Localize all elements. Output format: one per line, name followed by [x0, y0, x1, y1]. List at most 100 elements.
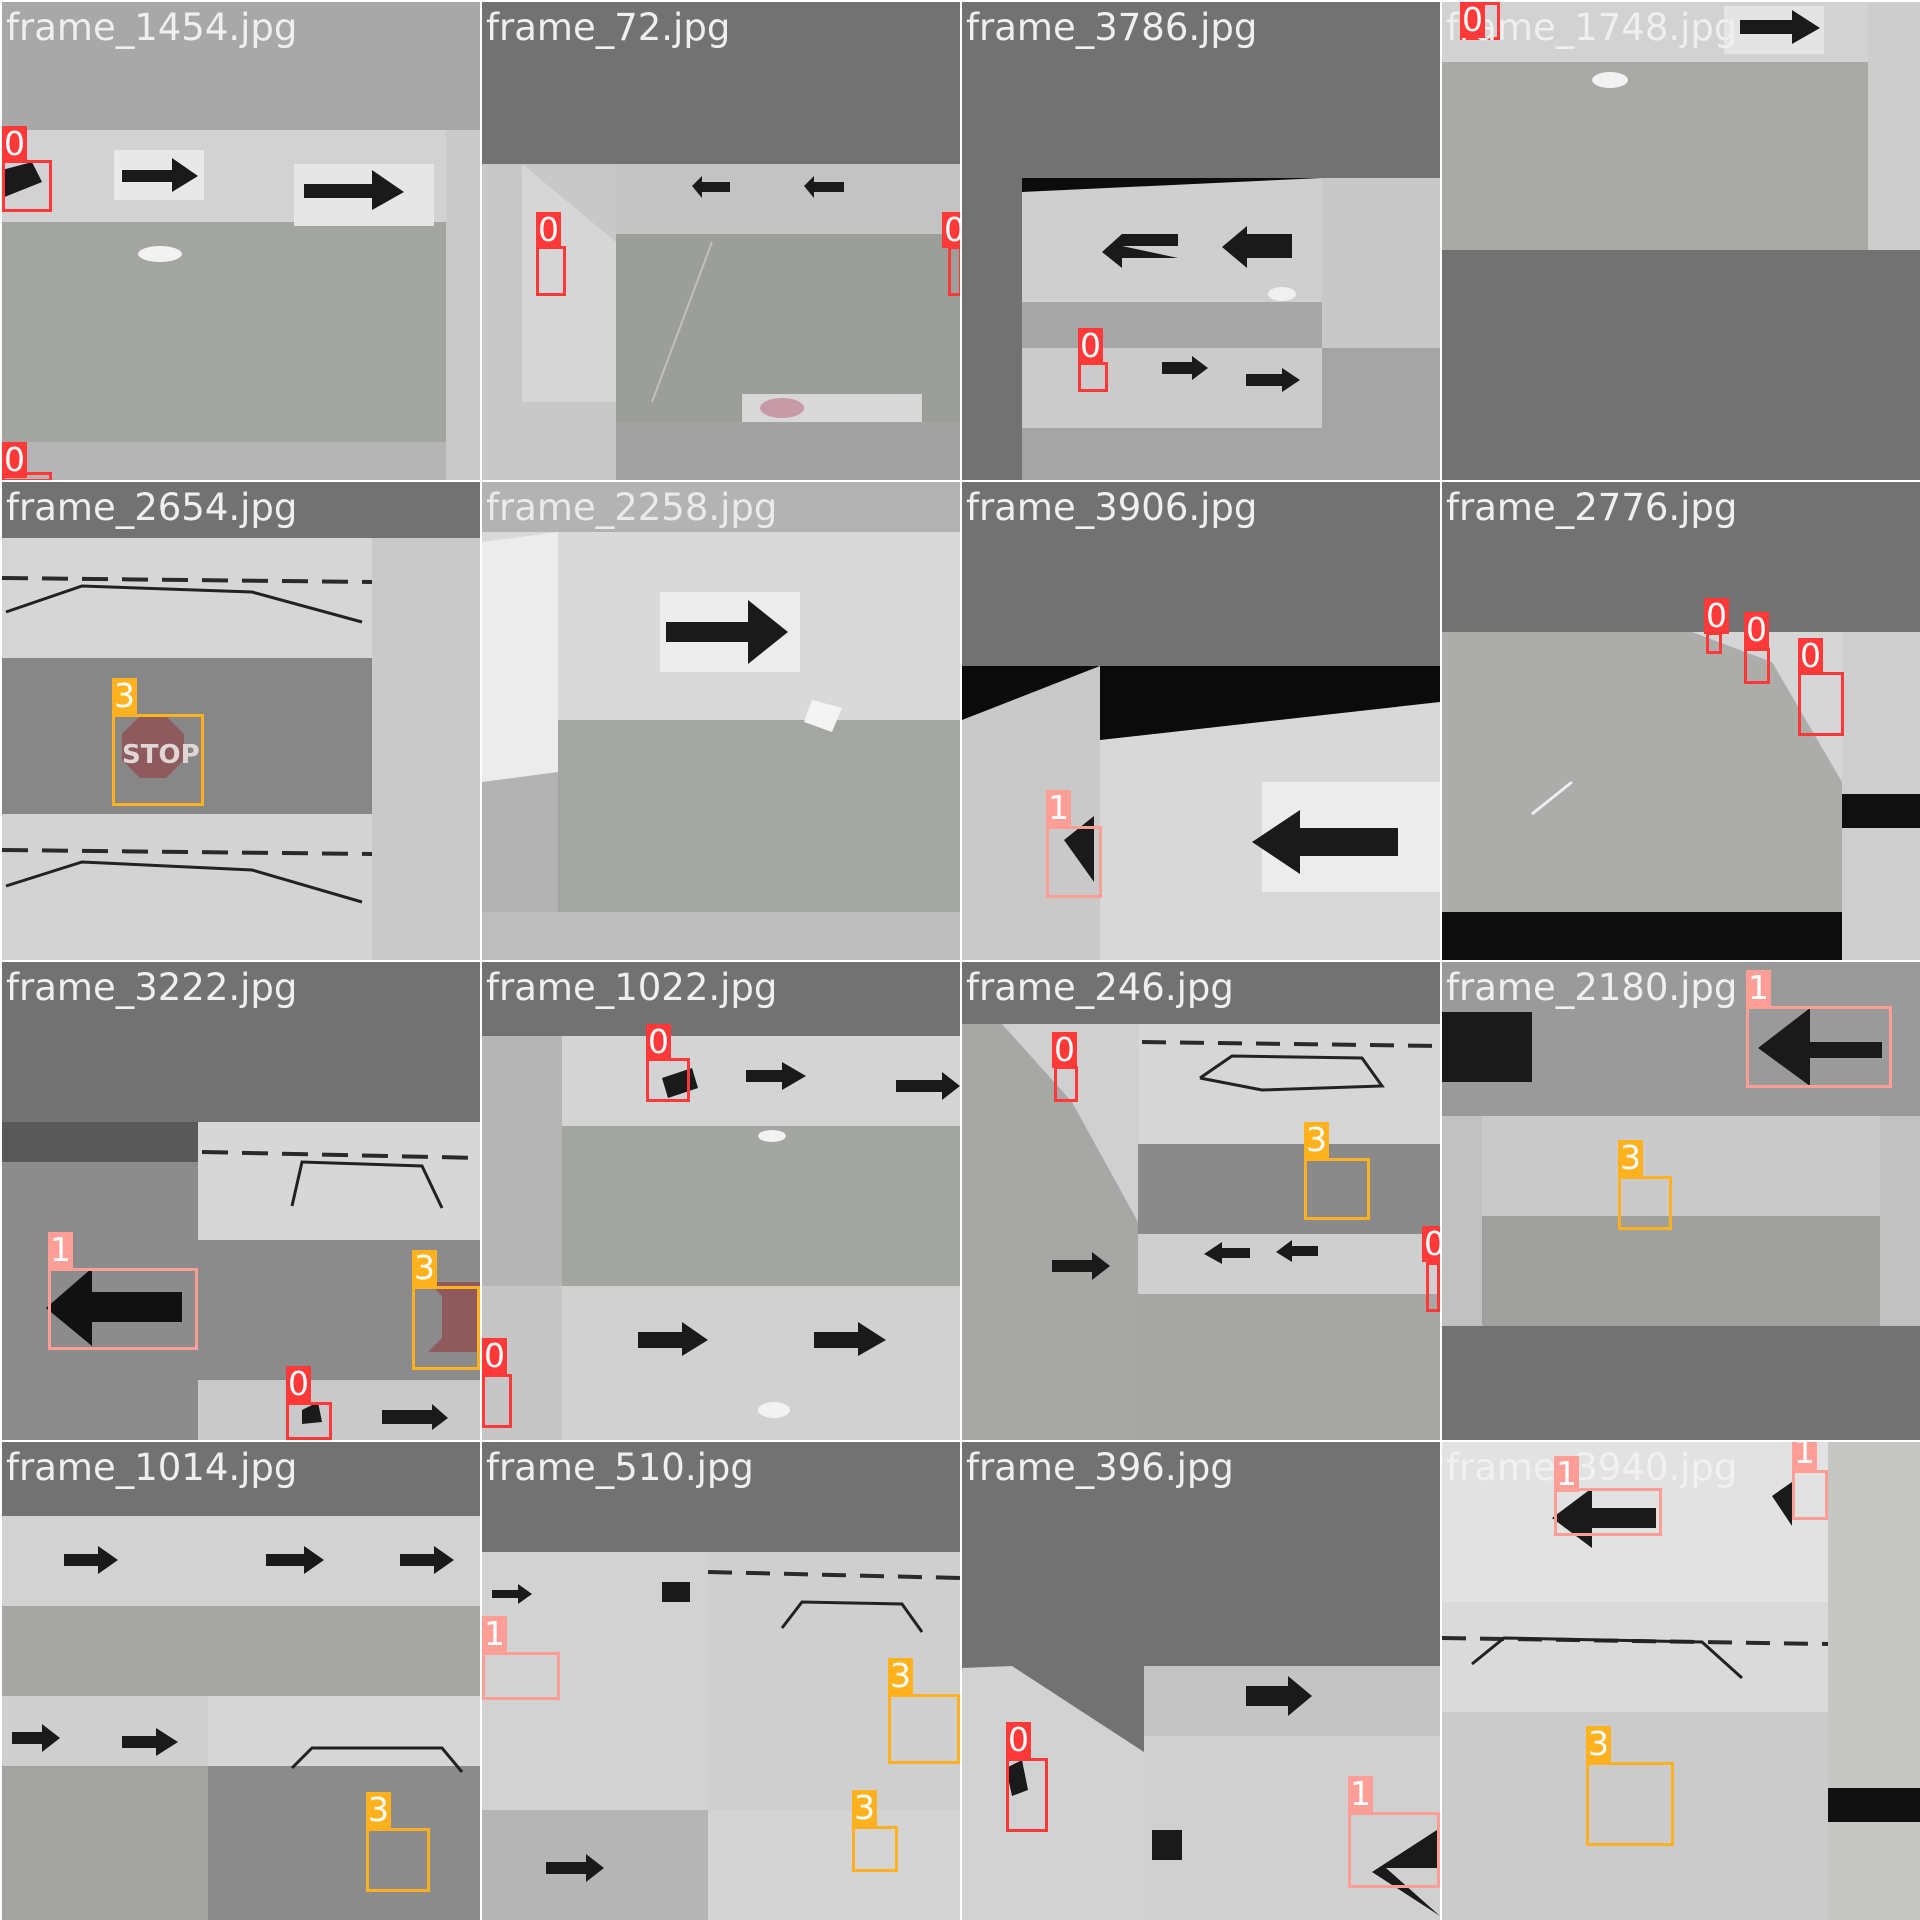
detection-box — [1426, 1262, 1440, 1312]
detection-box — [536, 246, 566, 296]
scene-image — [1442, 1442, 1920, 1920]
scene-image — [1442, 2, 1920, 480]
frame-filename: frame_2258.jpg — [486, 486, 778, 529]
mosaic-tile: frame_3786.jpg 0 — [962, 2, 1440, 480]
detection-box — [1304, 1158, 1370, 1220]
frame-filename: frame_3222.jpg — [6, 966, 298, 1009]
mosaic-tile: frame_510.jpg 1 3 3 — [482, 1442, 960, 1920]
detection-label: 0 — [1052, 1030, 1077, 1069]
scene-image — [482, 482, 960, 960]
detection-label: 0 — [942, 212, 960, 248]
detection-label: 0 — [2, 124, 27, 163]
detection-label: 0 — [536, 210, 561, 249]
detection-label: 1 — [1046, 788, 1071, 827]
mosaic-tile: frame_1014.jpg 3 — [2, 1442, 480, 1920]
detection-label: 3 — [1618, 1138, 1643, 1177]
detection-box — [1348, 1812, 1440, 1888]
detection-box — [482, 1374, 512, 1428]
scene-image — [962, 2, 1440, 480]
frame-filename: frame_2776.jpg — [1446, 486, 1738, 529]
scene-image — [1442, 962, 1920, 1440]
scene-image — [482, 2, 960, 480]
mosaic-tile: frame_2180.jpg 1 3 — [1442, 962, 1920, 1440]
detection-label: 3 — [888, 1656, 913, 1695]
frame-filename: frame_3906.jpg — [966, 486, 1258, 529]
detection-label: 1 — [1792, 1442, 1817, 1470]
detection-box — [1798, 672, 1844, 736]
scene-image — [2, 1442, 480, 1920]
detection-box — [1744, 648, 1770, 684]
stop-sign-text: STOP — [122, 740, 200, 770]
detection-label: 3 — [366, 1790, 391, 1829]
detection-box — [112, 714, 204, 806]
detection-box — [366, 1828, 430, 1892]
mosaic-tile: frame_3940.jpg 1 1 3 — [1442, 1442, 1920, 1920]
frame-filename: frame_1022.jpg — [486, 966, 778, 1009]
frame-filename: frame_1748.jpg — [1446, 6, 1738, 49]
detection-label: 0 — [1798, 636, 1823, 675]
detection-label: 0 — [2, 440, 27, 479]
mosaic-tile: frame_2776.jpg 0 0 0 — [1442, 482, 1920, 960]
detection-label: 3 — [412, 1248, 437, 1287]
detection-label: 0 — [286, 1364, 311, 1403]
detection-box — [1054, 1066, 1078, 1102]
detection-box — [948, 246, 960, 296]
detection-label: 0 — [1704, 596, 1729, 635]
detection-box — [852, 1826, 898, 1872]
frame-filename: frame_510.jpg — [486, 1446, 754, 1489]
mosaic-tile: frame_3222.jpg 1 3 0 — [2, 962, 480, 1440]
scene-image — [2, 2, 480, 480]
detection-label: 0 — [1460, 2, 1485, 39]
detection-box — [1618, 1176, 1672, 1230]
frame-filename: frame_72.jpg — [486, 6, 731, 49]
detection-label: 0 — [646, 1022, 671, 1061]
detection-box — [1586, 1762, 1674, 1846]
detection-box — [1078, 362, 1108, 392]
detection-label: 0 — [1744, 610, 1769, 649]
detection-label: 3 — [1304, 1120, 1329, 1159]
detection-box — [646, 1058, 690, 1102]
detection-box — [2, 160, 52, 212]
mosaic-tile: frame_1022.jpg 0 0 — [482, 962, 960, 1440]
mosaic-tile: frame_246.jpg 0 3 0 — [962, 962, 1440, 1440]
detection-label: 3 — [1586, 1724, 1611, 1763]
detection-label: 0 — [482, 1336, 507, 1375]
detection-box — [1792, 1470, 1828, 1520]
frame-filename: frame_3786.jpg — [966, 6, 1258, 49]
frame-filename: frame_1454.jpg — [6, 6, 298, 49]
detection-label: 1 — [48, 1230, 73, 1269]
scene-image — [962, 1442, 1440, 1920]
scene-image — [1442, 482, 1920, 960]
detection-label: 0 — [1078, 326, 1103, 365]
scene-image — [962, 482, 1440, 960]
detection-label: 1 — [1554, 1454, 1579, 1493]
detection-box — [412, 1286, 480, 1370]
mosaic-tile: frame_72.jpg 0 0 — [482, 2, 960, 480]
detection-label: 1 — [482, 1614, 507, 1653]
detection-box — [1706, 632, 1722, 654]
detection-label: 1 — [1348, 1774, 1373, 1813]
detection-box — [1554, 1488, 1662, 1536]
scene-image — [2, 962, 480, 1440]
detection-box — [1746, 1006, 1892, 1088]
frame-filename: frame_3940.jpg — [1446, 1446, 1738, 1489]
scene-image — [482, 1442, 960, 1920]
frame-filename: frame_246.jpg — [966, 966, 1234, 1009]
detection-label: 3 — [112, 676, 137, 715]
frame-filename: frame_2654.jpg — [6, 486, 298, 529]
frame-filename: frame_2180.jpg — [1446, 966, 1738, 1009]
mosaic-tile: frame_2654.jpg 3 STOP — [2, 482, 480, 960]
detection-box — [1006, 1758, 1048, 1832]
mosaic-tile: frame_3906.jpg 1 — [962, 482, 1440, 960]
detection-label: 0 — [1422, 1226, 1440, 1262]
mosaic-tile: frame_1454.jpg 0 0 — [2, 2, 480, 480]
detection-label: 1 — [1746, 968, 1771, 1007]
detection-box — [482, 1652, 560, 1700]
frame-filename: frame_396.jpg — [966, 1446, 1234, 1489]
mosaic-tile: frame_396.jpg 0 1 — [962, 1442, 1440, 1920]
frame-filename: frame_1014.jpg — [6, 1446, 298, 1489]
detection-box — [286, 1402, 332, 1440]
detection-label: 0 — [1006, 1720, 1031, 1759]
mosaic-tile: frame_1748.jpg 0 — [1442, 2, 1920, 480]
scene-image — [482, 962, 960, 1440]
